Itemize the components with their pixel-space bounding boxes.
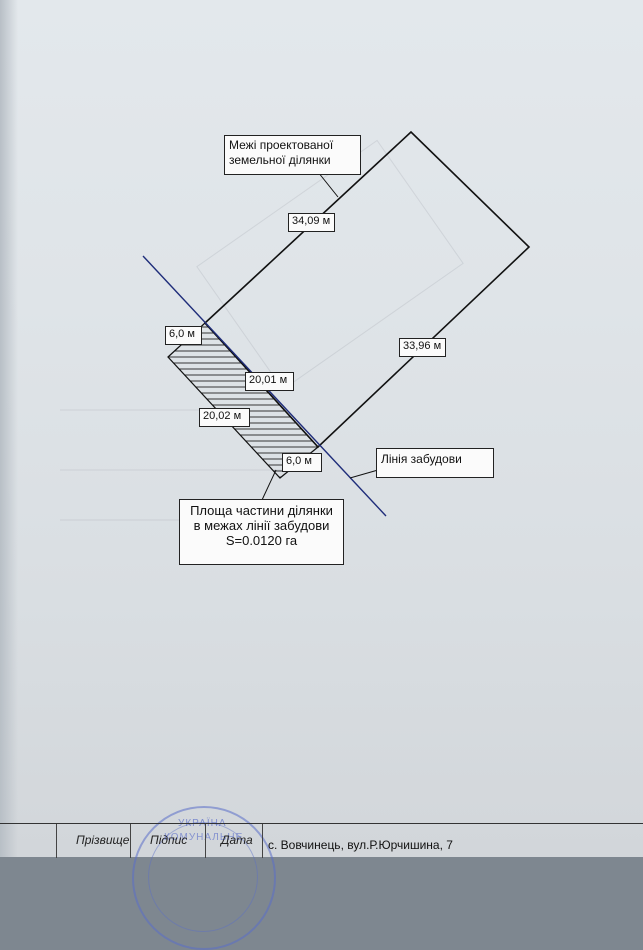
title-block-divider [56,824,57,858]
boundary-callout-line1: Межі проектованої [229,138,334,152]
dimension-right-side: 33,96 м [399,338,446,357]
site-plan-drawing [142,130,531,517]
title-block-divider [130,824,131,858]
area-note-leader [261,469,277,501]
dimension-strip-top: 6,0 м [165,326,202,345]
title-block-divider [262,824,263,858]
dimension-strip-mid-lower: 20,02 м [199,408,250,427]
plot-boundary [203,130,531,449]
area-note: Площа частини ділянки в межах лінії забу… [179,499,344,565]
boundary-callout-leader [317,171,339,198]
building-line-leader [349,469,379,479]
area-note-line3: S=0.0120 га [225,533,298,548]
building-line-label: Лінія забудови [376,448,494,478]
stamp-text-line2: КОМУНАЛЬНЕ [164,832,244,843]
title-block-signature: Підпис [150,833,188,847]
title-block-surname: Прізвище [76,833,130,847]
area-note-line1: Площа частини ділянки [190,503,333,518]
title-block-address: с. Вовчинець, вул.Р.Юрчишина, 7 [268,838,453,852]
boundary-callout-line2: земельної ділянки [229,153,331,167]
title-block: Прізвище Підпис Дата с. Вовчинець, вул.Р… [0,823,643,858]
dimension-top-side: 34,09 м [288,213,335,232]
page-edge-shadow [0,0,18,857]
title-block-date: Дата [221,833,253,847]
dimension-strip-mid-upper: 20,01 м [245,372,294,391]
boundary-callout: Межі проектованої земельної ділянки [224,135,361,175]
dimension-strip-bottom: 6,0 м [282,453,322,472]
title-block-divider [205,824,206,858]
area-note-line2: в межах лінії забудови [193,518,330,533]
